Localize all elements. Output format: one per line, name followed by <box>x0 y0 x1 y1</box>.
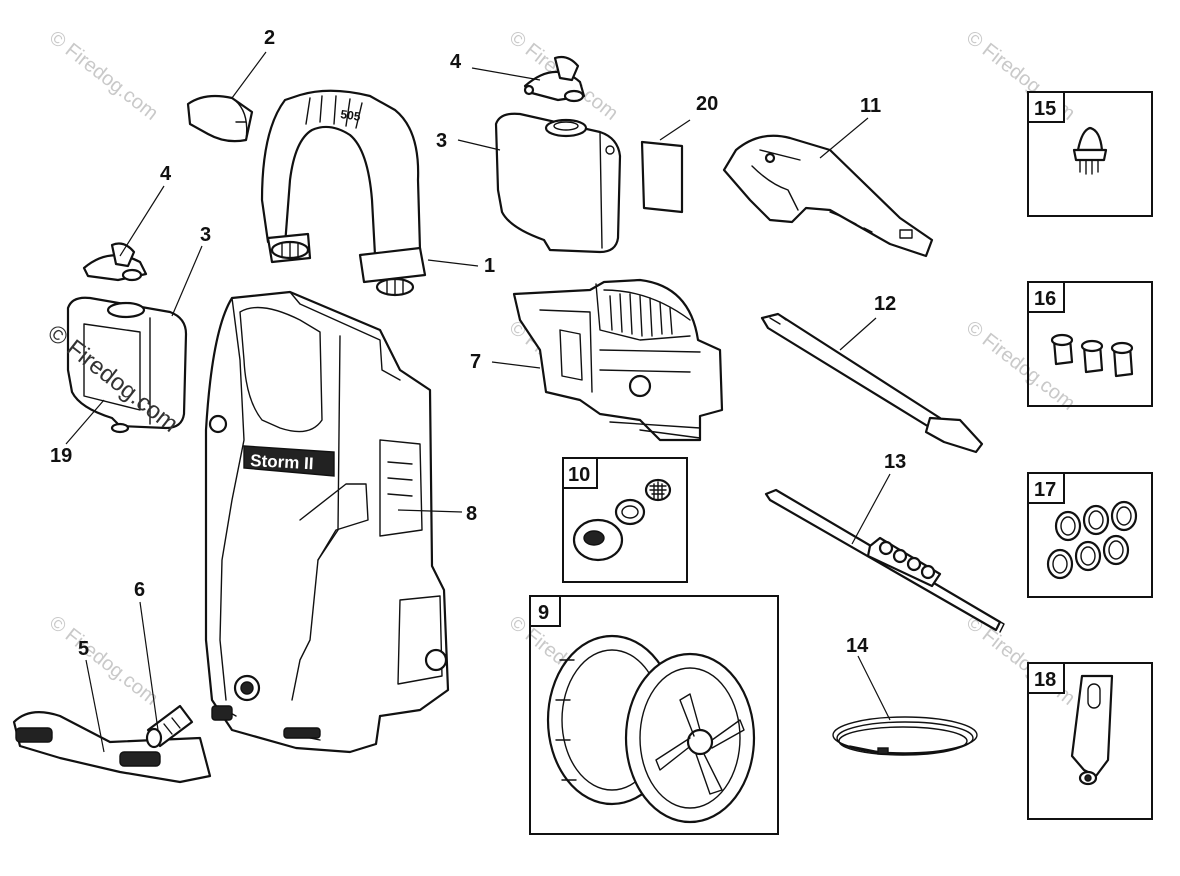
part-3-tank-left <box>66 296 188 434</box>
brand-badge: Storm II <box>250 451 314 473</box>
part-8-main-housing: Storm II <box>204 290 450 754</box>
part-2-clip <box>186 94 254 143</box>
callout-2: 2 <box>264 27 275 49</box>
watermark: © Firedog.com <box>962 317 1079 415</box>
callout-6: 6 <box>134 579 145 601</box>
callout-13: 13 <box>884 451 906 473</box>
callout-15: 15 <box>1034 98 1056 120</box>
part-20-label <box>640 140 684 214</box>
callout-11: 11 <box>860 95 881 117</box>
handle-logo: 505 <box>340 107 362 124</box>
callout-18: 18 <box>1034 669 1056 691</box>
callout-5: 5 <box>78 638 89 660</box>
callout-12: 12 <box>874 293 896 315</box>
callout-4: 4 <box>160 163 172 185</box>
part-18-soap-bottle <box>1027 662 1153 820</box>
part-13-multi-nozzle-wand <box>764 488 1005 633</box>
part-16-quick-connect-nozzles <box>1027 281 1153 407</box>
callout-4: 4 <box>450 51 462 73</box>
part-17-o-rings <box>1027 472 1153 598</box>
watermark: © Firedog.com <box>45 27 162 125</box>
part-12-wand <box>760 312 984 454</box>
part-9-wheels <box>529 595 779 835</box>
callout-1: 1 <box>484 255 495 277</box>
callout-9: 9 <box>538 602 549 624</box>
watermark: © Firedog.com <box>45 612 162 710</box>
part-4-cap-top <box>523 55 586 103</box>
part-10-inlet-kit <box>562 457 688 583</box>
part-5-foot <box>12 711 212 784</box>
callout-14: 14 <box>846 635 869 657</box>
part-1-handle: 505 <box>260 89 427 297</box>
boxed-callouts: 10 9 15 16 17 18 <box>529 91 1065 694</box>
callout-19: 19 <box>50 445 72 467</box>
callout-3: 3 <box>200 224 211 246</box>
part-4-cap-left <box>82 242 148 282</box>
leader-lines <box>65 51 891 753</box>
callouts: 1 2 3 3 4 4 5 6 7 8 20 11 12 13 14 19 <box>50 27 906 660</box>
callout-20: 20 <box>696 93 718 115</box>
part-11-spray-gun <box>722 134 934 258</box>
callout-7: 7 <box>470 351 481 373</box>
part-7-pump-frame <box>512 278 724 442</box>
part-15-turbo-nozzle <box>1027 91 1153 217</box>
part-6-plug <box>145 704 194 749</box>
callout-8: 8 <box>466 503 477 525</box>
part-14-hose <box>832 716 978 756</box>
watermark: © Firedog.com <box>962 612 1079 710</box>
callout-17: 17 <box>1034 479 1056 501</box>
callout-16: 16 <box>1034 288 1056 310</box>
callout-3: 3 <box>436 130 447 152</box>
part-3-tank-top <box>494 112 622 254</box>
callout-10: 10 <box>568 464 590 486</box>
